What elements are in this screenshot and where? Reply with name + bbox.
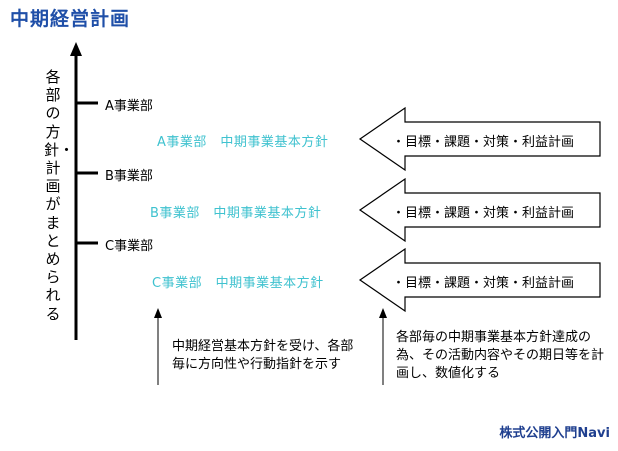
left-arrow-a bbox=[358, 106, 601, 172]
left-arrow-b bbox=[358, 177, 601, 243]
department-policy-a: A事業部 中期事業基本方針 bbox=[157, 135, 329, 150]
note-right: 各部毎の中期事業基本方針達成の為、その活動内容やその期日等を計画し、数値化する bbox=[396, 330, 605, 381]
up-arrow-left-head bbox=[154, 308, 162, 318]
department-policy-c: C事業部 中期事業基本方針 bbox=[152, 276, 324, 291]
arrow-text-a: ・目標・課題・対策・利益計画 bbox=[392, 135, 575, 150]
vertical-label: 各部の方針・計画がまとめられる bbox=[44, 68, 75, 323]
department-policy-b: B事業部 中期事業基本方針 bbox=[150, 206, 322, 221]
page-title: 中期経営計画 bbox=[10, 8, 131, 30]
department-label-a: A事業部 bbox=[105, 99, 153, 114]
department-label-b: B事業部 bbox=[105, 169, 153, 184]
main-axis-arrowhead bbox=[70, 42, 82, 56]
arrow-text-b: ・目標・課題・対策・利益計画 bbox=[392, 206, 575, 221]
up-arrow-right-head bbox=[379, 308, 387, 318]
arrow-text-c: ・目標・課題・対策・利益計画 bbox=[392, 276, 575, 291]
left-arrow-c bbox=[358, 247, 601, 313]
department-label-c: C事業部 bbox=[105, 239, 154, 254]
note-left: 中期経営基本方針を受け、各部毎に方向性や行動指針を示す bbox=[172, 339, 354, 372]
brand-label: 株式公開入門Navi bbox=[499, 426, 610, 441]
